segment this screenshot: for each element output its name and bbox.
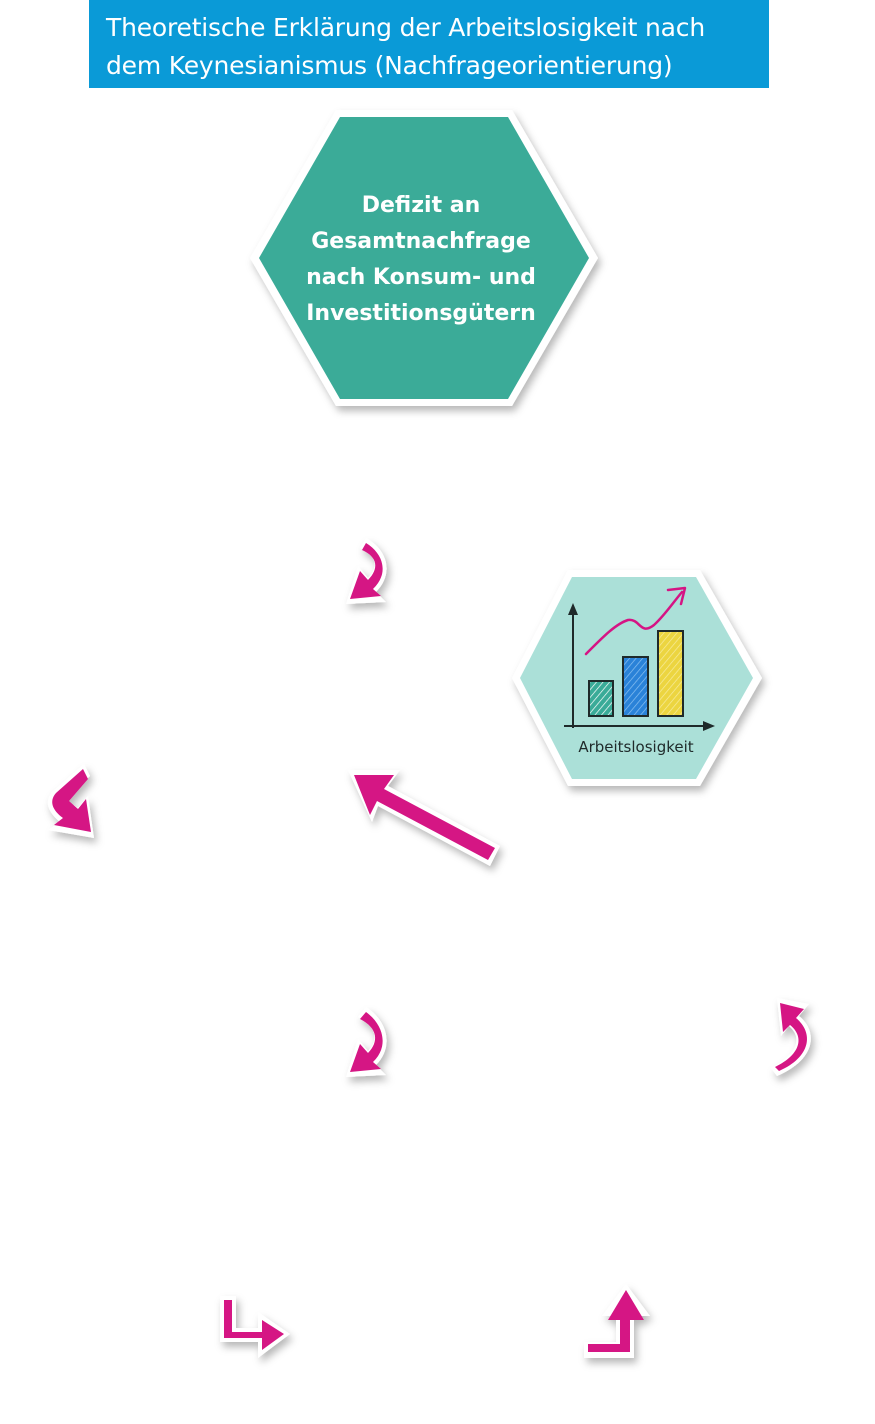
curved-arrow-1 xyxy=(346,538,387,604)
straight-arrow xyxy=(348,770,500,866)
title-banner: Theoretische Erklärung der Arbeitslosigk… xyxy=(89,0,769,88)
bar-chart-trend-up-icon xyxy=(564,586,715,731)
main-hex-line-1: Defizit an xyxy=(362,193,481,218)
curved-arrow-2 xyxy=(47,764,94,838)
curved-arrow-4 xyxy=(771,998,811,1076)
main-hexagon xyxy=(250,110,598,406)
corner-arrow-left xyxy=(220,1296,290,1358)
title-line-1: Theoretische Erklärung der Arbeitslosigk… xyxy=(106,13,705,42)
curved-arrow-3 xyxy=(346,1007,387,1077)
main-hex-line-4: Investitionsgütern xyxy=(306,301,536,326)
title-line-2: dem Keynesianismus (Nachfrageorientierun… xyxy=(106,51,673,80)
chart-hex-label: Arbeitslosigkeit xyxy=(578,738,693,756)
corner-arrow-right xyxy=(584,1284,650,1358)
main-hex-line-2: Gesamtnachfrage xyxy=(311,229,531,254)
main-hex-line-3: nach Konsum- und xyxy=(306,265,536,290)
